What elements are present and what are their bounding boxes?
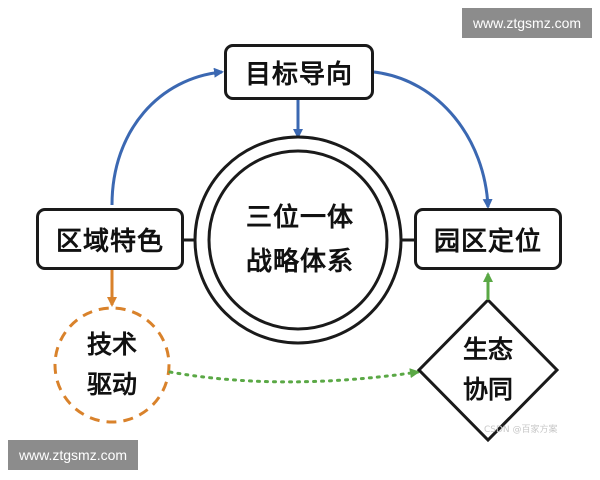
goal-oriented-box: 目标导向 <box>224 44 374 100</box>
park-positioning-label: 园区定位 <box>433 226 542 257</box>
park-positioning-box: 园区定位 <box>414 208 562 270</box>
eco-synergy-diamond <box>416 297 560 443</box>
regional-feature-label: 区域特色 <box>55 226 164 257</box>
center-title-line1: 三位一体 <box>245 203 354 233</box>
tech-drive-text: 技术 驱动 <box>62 325 162 405</box>
goal-oriented-label: 目标导向 <box>244 59 353 90</box>
watermark-top-text: www.ztgsmz.com <box>472 15 582 31</box>
center-title-line2: 战略体系 <box>245 247 354 277</box>
arrow-top-to-right <box>373 70 493 209</box>
eco-synergy-line1: 生态 <box>462 335 513 364</box>
eco-synergy-line2: 协同 <box>462 375 513 404</box>
tech-drive-line1: 技术 <box>86 330 137 359</box>
center-title: 三位一体 战略体系 <box>215 190 385 290</box>
watermark-bottom: www.ztgsmz.com <box>8 440 138 470</box>
tech-drive-circle <box>53 306 171 424</box>
arrow-tech-to-eco <box>168 368 420 384</box>
tech-drive-line2: 驱动 <box>86 370 137 399</box>
arrow-left-to-top <box>110 67 224 206</box>
csdn-watermark: CSDN @百家方案 <box>484 425 558 435</box>
watermark-top: www.ztgsmz.com <box>462 8 592 38</box>
center-inner-ring <box>207 149 389 331</box>
watermark-bottom-text: www.ztgsmz.com <box>18 447 128 463</box>
eco-synergy-text: 生态 协同 <box>440 330 536 410</box>
regional-feature-box: 区域特色 <box>36 208 184 270</box>
